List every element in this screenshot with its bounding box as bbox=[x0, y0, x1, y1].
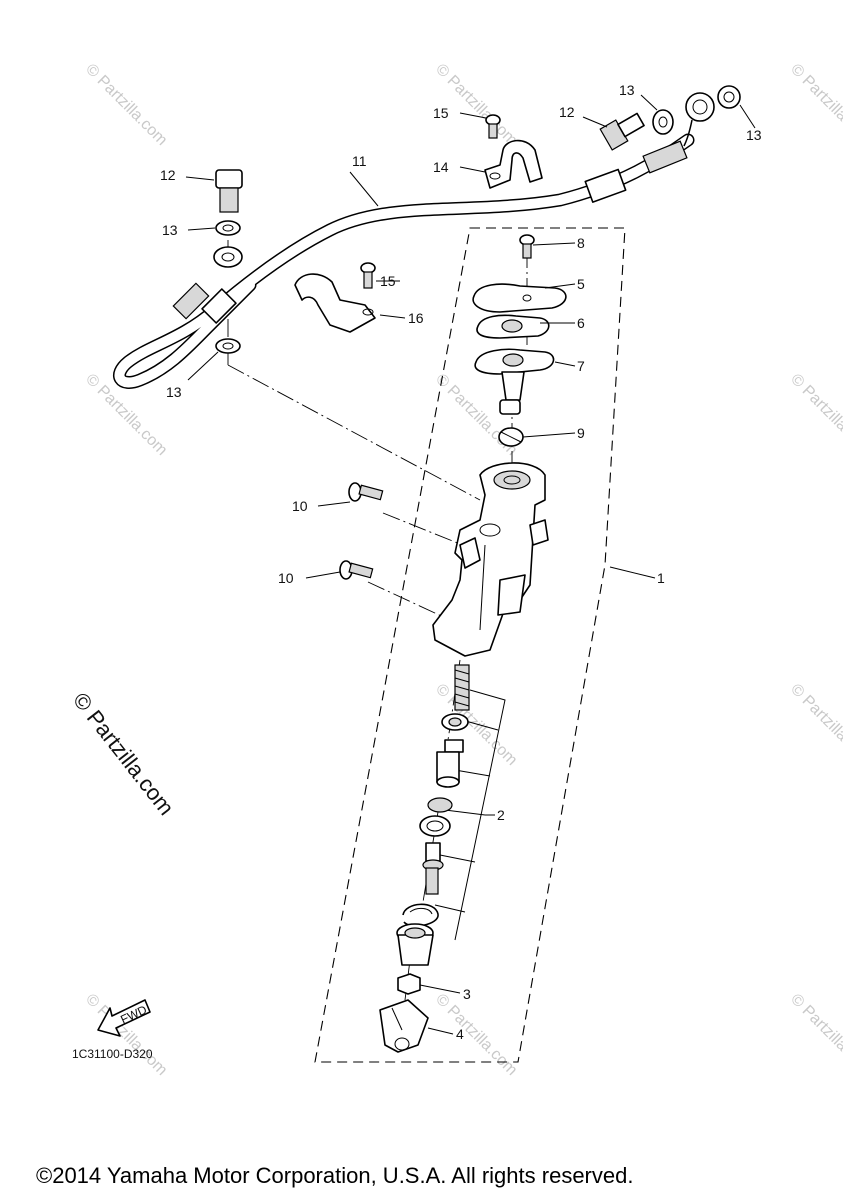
master-cylinder-body bbox=[432, 462, 549, 657]
mounting-bolt-lower bbox=[339, 560, 374, 580]
washer-1 bbox=[652, 109, 674, 135]
callout-13-lower: 13 bbox=[166, 384, 182, 400]
hose-alignment-line bbox=[227, 240, 481, 501]
banjo-bolt-right bbox=[599, 112, 645, 151]
callout-12-right: 12 bbox=[559, 104, 575, 120]
callout-4: 4 bbox=[456, 1026, 464, 1042]
clevis bbox=[379, 999, 429, 1053]
washer-2-hole bbox=[723, 91, 735, 103]
piston-washer-hole bbox=[426, 820, 444, 832]
watermark-6: © Partzilla.com bbox=[787, 371, 843, 459]
callout-11: 11 bbox=[352, 153, 367, 169]
diagram-code: 1C31100-D320 bbox=[72, 1047, 153, 1061]
bolt-alignment-lines bbox=[367, 512, 471, 621]
callout-13-right: 13 bbox=[746, 127, 762, 143]
watermark-8: © Partzilla.com bbox=[787, 681, 843, 769]
hose-clamp-upper bbox=[484, 139, 543, 189]
callout-12-left: 12 bbox=[160, 167, 176, 183]
reservoir-cap-hole bbox=[522, 294, 532, 302]
diaphragm-center bbox=[502, 353, 524, 367]
watermark-9: © Partzilla.com bbox=[82, 991, 170, 1079]
screw-upper bbox=[485, 114, 501, 139]
piston-washer bbox=[419, 815, 451, 837]
secondary-cup bbox=[427, 797, 453, 813]
hose-clamp-lower bbox=[294, 273, 376, 333]
washer-4 bbox=[215, 338, 241, 354]
callout-9: 9 bbox=[577, 425, 585, 441]
diaphragm-stem bbox=[499, 399, 521, 415]
primary-cup-center bbox=[448, 717, 462, 727]
callout-8: 8 bbox=[577, 235, 585, 251]
cap-plate-ring bbox=[501, 319, 523, 333]
cap-screw bbox=[519, 234, 535, 259]
callout-13-left: 13 bbox=[162, 222, 178, 238]
reservoir-cap bbox=[472, 283, 567, 313]
callout-13-top: 13 bbox=[619, 82, 635, 98]
callouts: 1 2 3 4 5 6 7 8 9 10 10 11 12 12 13 13 1… bbox=[160, 82, 762, 1042]
kit-bracket bbox=[434, 689, 506, 941]
assembly-boundary bbox=[314, 227, 626, 1063]
callout-14: 14 bbox=[433, 159, 449, 175]
washer-2 bbox=[717, 85, 741, 109]
callout-15-lower: 15 bbox=[380, 273, 396, 289]
partzilla-watermark: © Partzilla.com bbox=[68, 688, 179, 820]
circlip bbox=[402, 903, 439, 927]
washer-1-hole bbox=[658, 116, 668, 128]
callout-15-upper: 15 bbox=[433, 105, 449, 121]
callout-16: 16 bbox=[408, 310, 424, 326]
banjo-bolt-left bbox=[215, 169, 243, 213]
diaphragm-bellows bbox=[501, 371, 525, 401]
callout-1: 1 bbox=[657, 570, 665, 586]
float-line bbox=[500, 431, 522, 443]
watermark-3: © Partzilla.com bbox=[787, 61, 843, 149]
leader-lines bbox=[185, 94, 756, 1035]
callout-5: 5 bbox=[577, 276, 585, 292]
washer-3-hole bbox=[222, 224, 234, 232]
callout-3: 3 bbox=[463, 986, 471, 1002]
watermark-1: © Partzilla.com bbox=[82, 61, 170, 149]
nut bbox=[397, 973, 421, 995]
watermark-11: © Partzilla.com bbox=[787, 991, 843, 1079]
callout-6: 6 bbox=[577, 315, 585, 331]
copyright-footer: ©2014 Yamaha Motor Corporation, U.S.A. A… bbox=[36, 1163, 633, 1188]
push-rod bbox=[422, 842, 444, 895]
spring bbox=[454, 664, 470, 711]
callout-10-lower: 10 bbox=[278, 570, 294, 586]
piston bbox=[436, 739, 464, 788]
washer-3 bbox=[215, 220, 241, 236]
dust-boot bbox=[396, 923, 434, 966]
brake-hose bbox=[113, 92, 715, 389]
callout-7: 7 bbox=[577, 358, 585, 374]
callout-2: 2 bbox=[497, 807, 505, 823]
fwd-label: FWD bbox=[118, 1002, 149, 1026]
washer-4-hole bbox=[222, 342, 234, 350]
circlip-inner bbox=[409, 907, 433, 915]
watermark-10: © Partzilla.com bbox=[432, 991, 520, 1079]
screw-lower bbox=[360, 262, 376, 289]
mounting-bolt-upper bbox=[348, 482, 384, 502]
callout-10-upper: 10 bbox=[292, 498, 308, 514]
